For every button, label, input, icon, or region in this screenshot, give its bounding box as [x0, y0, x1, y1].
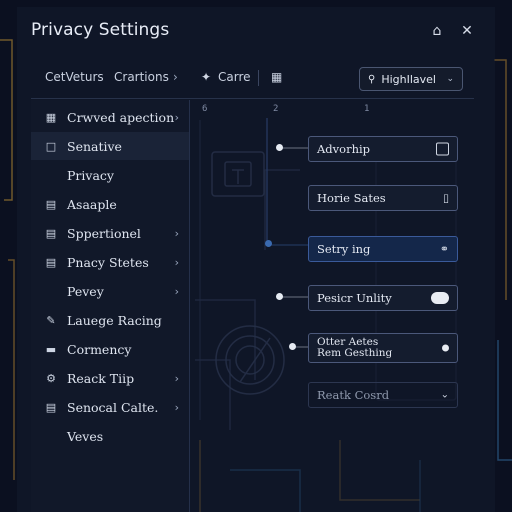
document-icon: ▤ — [45, 226, 57, 240]
sidebar-item-pnacy-stetes[interactable]: ▤ Pnacy Stetes › — [31, 248, 189, 276]
sidebar-item-lauege-racing[interactable]: ✎ Lauege Racing — [31, 306, 189, 334]
sidebar-item-label: Sppertionel — [67, 225, 141, 241]
sidebar-item-label: Veves — [67, 428, 104, 444]
tab-features[interactable]: CetVeturs — [45, 70, 104, 84]
ruler-label: 1 — [364, 104, 370, 114]
level-dropdown-value: HighIlavel — [381, 72, 436, 86]
setry-ing-setting[interactable]: Setry ing ⚭ — [308, 236, 458, 262]
chevron-right-icon: › — [174, 226, 179, 240]
sidebar-item-curved-apection[interactable]: ▦ Crwved apection › — [31, 103, 189, 131]
sidebar-item-veves[interactable]: Veves — [31, 422, 189, 450]
pesicr-unlity-setting[interactable]: Pesicr Unlity — [308, 285, 458, 311]
setting-label: Otter Aetes — [317, 336, 379, 348]
sidebar-item-label: Privacy — [67, 167, 114, 183]
home-icon: ⌂ — [432, 23, 442, 39]
toggle-switch[interactable] — [431, 292, 449, 304]
monitor-icon: ▬ — [45, 342, 57, 356]
close-button[interactable]: ✕ — [454, 18, 480, 44]
setting-label: Setry ing — [317, 242, 371, 256]
window-title: Privacy Settings — [31, 20, 170, 40]
sidebar-item-label: Asaaple — [67, 196, 117, 212]
radio-dot[interactable] — [442, 344, 449, 352]
sidebar-item-label: Senative — [67, 138, 122, 154]
setting-sublabel: Rem Gesthing — [317, 347, 393, 359]
reatk-cosrd-dropdown[interactable]: Reatk Cosrd ⌄ — [308, 382, 458, 408]
toolbar-divider — [258, 70, 259, 86]
phone-icon: ▯ — [442, 191, 449, 205]
sidebar-item-label: Cormency — [67, 341, 132, 357]
sidebar-item-label: Lauege Racing — [67, 312, 162, 328]
document-icon: ▤ — [45, 400, 57, 414]
sidebar-item-privacy[interactable]: Privacy — [31, 161, 189, 189]
document-icon: ▤ — [45, 197, 57, 211]
sidebar-item-label: Pevey — [67, 283, 104, 299]
home-button[interactable]: ⌂ — [424, 18, 450, 44]
sidebar-item-label: Reack Tiip — [67, 370, 135, 386]
top-toolbar: CetVeturs Crartions › ✦ Carre ▦ ⚲ HighIl… — [31, 58, 474, 99]
sidebar-item-reack-tiip[interactable]: ⚙ Reack Tiip › — [31, 364, 189, 392]
setting-label: Pesicr Unlity — [317, 291, 392, 305]
advorhip-setting[interactable]: Advorhip — [308, 136, 458, 162]
tag-icon: ✦ — [201, 70, 212, 84]
sidebar-item-sppertionel[interactable]: ▤ Sppertionel › — [31, 219, 189, 247]
close-icon: ✕ — [461, 23, 473, 39]
connector-dot — [276, 144, 283, 151]
chevron-right-icon: › — [173, 70, 178, 84]
horie-sates-setting[interactable]: Horie Sates ▯ — [308, 185, 458, 211]
connector-dot — [289, 343, 296, 350]
setting-label: Advorhip — [317, 142, 371, 156]
sidebar-item-label: Senocal Calte. — [67, 399, 159, 415]
connector-dot — [265, 240, 272, 247]
checkbox[interactable] — [436, 142, 449, 156]
otter-aetes-setting[interactable]: Otter Aetes Rem Gesthing — [308, 333, 458, 363]
square-icon: □ — [45, 139, 57, 153]
document-icon: ▤ — [45, 255, 57, 269]
sidebar-item-senocal-calte[interactable]: ▤ Senocal Calte. › — [31, 393, 189, 421]
ruler-label: 6 — [202, 104, 208, 114]
chevron-right-icon: › — [174, 284, 179, 298]
chevron-down-icon: ⌄ — [440, 389, 449, 401]
pen-icon: ✎ — [46, 313, 56, 327]
sidebar-item-asaaple[interactable]: ▤ Asaaple — [31, 190, 189, 218]
chevron-right-icon: › — [174, 400, 179, 414]
lock-icon: ▦ — [45, 110, 57, 124]
chevron-right-icon: › — [174, 255, 179, 269]
settings-icon: ⚙ — [46, 371, 56, 385]
grid-icon[interactable]: ▦ — [271, 70, 283, 84]
sidebar: ▦ Crwved apection › □ Senative Privacy ▤… — [31, 100, 190, 512]
sidebar-item-cormency[interactable]: ▬ Cormency — [31, 335, 189, 363]
sidebar-item-sensitive[interactable]: □ Senative — [31, 132, 189, 160]
chevron-right-icon: › — [174, 110, 179, 124]
search-icon: ⚲ — [368, 73, 376, 85]
level-dropdown[interactable]: ⚲ HighIlavel ⌄ — [359, 67, 463, 91]
setting-label: Horie Sates — [317, 191, 386, 205]
link-icon: ⚭ — [439, 242, 449, 256]
chevron-right-icon: › — [174, 371, 179, 385]
sidebar-item-pevey[interactable]: Pevey › — [31, 277, 189, 305]
tab-care[interactable]: Carre — [218, 70, 251, 84]
ruler-label: 2 — [273, 104, 279, 114]
sidebar-item-label: Pnacy Stetes — [67, 254, 149, 270]
chevron-down-icon: ⌄ — [446, 74, 454, 84]
tab-creations[interactable]: Crartions — [114, 70, 169, 84]
sidebar-item-label: Crwved apection — [67, 109, 175, 125]
setting-label: Reatk Cosrd — [317, 388, 390, 402]
connector-dot — [276, 293, 283, 300]
